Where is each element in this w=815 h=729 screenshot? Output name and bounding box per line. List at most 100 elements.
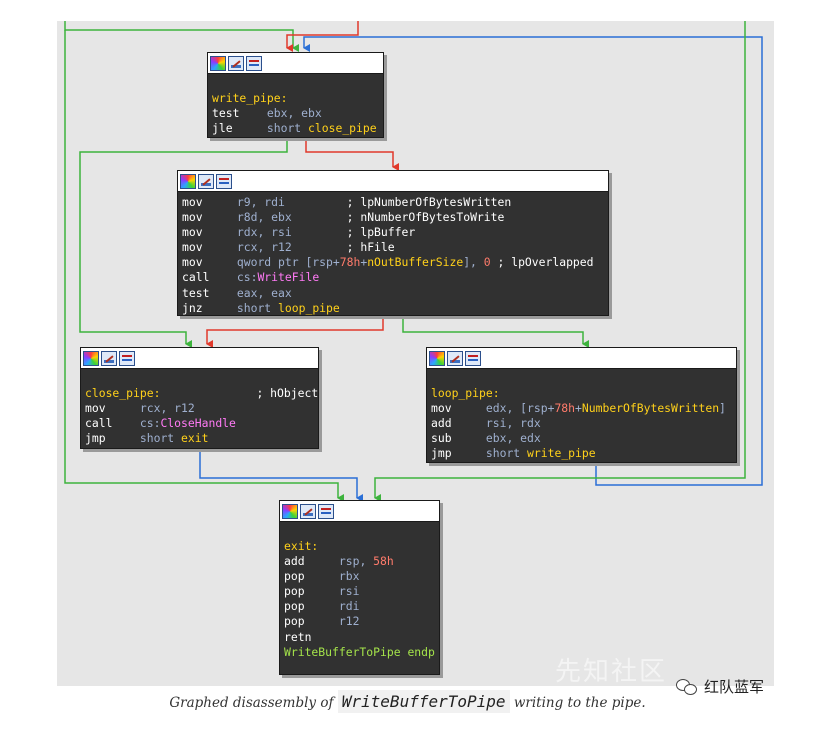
code-line[interactable]: add rsi, rdx — [431, 416, 732, 431]
code-line[interactable]: mov r9, rdi ; lpNumberOfBytesWritten — [182, 195, 604, 210]
color-palette-icon[interactable] — [83, 350, 99, 366]
code-line[interactable]: mov edx, [rsp+78h+NumberOfBytesWritten] — [431, 401, 732, 416]
code-token-tx — [106, 401, 140, 415]
edit-icon[interactable] — [198, 173, 214, 189]
code-token-tx — [452, 431, 486, 445]
code-token-op: r12 — [338, 614, 360, 629]
code-token-lbl[interactable]: exit: — [284, 539, 319, 553]
code-token-tx — [285, 195, 347, 209]
edit-icon[interactable] — [447, 350, 463, 366]
xref-graph-icon[interactable] — [465, 350, 481, 366]
code-line[interactable]: call cs:CloseHandle — [85, 416, 314, 431]
code-token-nm[interactable]: close_pipe — [308, 121, 377, 136]
code-line[interactable]: WriteBufferToPipe endp — [284, 645, 435, 660]
code-token-num: 78h — [554, 401, 576, 416]
code-token-tx — [203, 225, 237, 239]
code-token-tx — [239, 106, 266, 120]
code-token-mn: retn — [284, 629, 312, 644]
code-token-mn: add — [431, 416, 452, 431]
code-token-tx — [305, 599, 339, 613]
code-token-nm[interactable]: nOutBufferSize — [367, 255, 464, 270]
color-palette-icon[interactable] — [282, 503, 298, 519]
code-line[interactable]: mov rdx, rsi ; lpBuffer — [182, 225, 604, 240]
node-code[interactable]: loop_pipe:mov edx, [rsp+78h+NumberOfByte… — [427, 369, 736, 463]
xref-graph-icon[interactable] — [119, 350, 135, 366]
code-token-mn: test — [182, 285, 210, 300]
code-line[interactable]: mov r8d, ebx ; nNumberOfBytesToWrite — [182, 210, 604, 225]
node-loop-pipe[interactable]: loop_pipe:mov edx, [rsp+78h+NumberOfByte… — [426, 347, 737, 463]
code-token-endp: WriteBufferToPipe endp — [284, 644, 435, 659]
code-token-cm: ; nNumberOfBytesToWrite — [346, 210, 505, 225]
code-token-tx — [491, 255, 498, 269]
code-token-num: 78h — [339, 255, 361, 270]
code-line[interactable]: add rsp, 58h — [284, 554, 435, 569]
code-token-lbl[interactable]: close_pipe: — [85, 386, 161, 400]
edit-icon[interactable] — [228, 55, 244, 71]
code-line[interactable]: exit: — [284, 539, 435, 554]
xref-graph-icon[interactable] — [216, 173, 232, 189]
code-line[interactable]: sub ebx, edx — [431, 431, 732, 446]
code-line[interactable]: jnz short loop_pipe — [182, 301, 604, 316]
edit-icon[interactable] — [300, 503, 316, 519]
code-line[interactable]: mov qword ptr [rsp+78h+nOutBufferSize], … — [182, 255, 604, 270]
code-token-nm[interactable]: write_pipe — [527, 446, 596, 461]
code-token-op: r9, rdi — [236, 195, 285, 209]
watermark-site: 先知社区 — [555, 657, 668, 687]
code-token-mn: mov — [182, 195, 203, 209]
color-palette-icon[interactable] — [210, 55, 226, 71]
node-toolbar — [178, 171, 608, 192]
caption-prefix: Graphed disassembly of — [169, 695, 334, 711]
code-line[interactable]: pop rdi — [284, 599, 435, 614]
code-token-fn[interactable]: CloseHandle — [160, 416, 236, 431]
code-line[interactable]: pop rbx — [284, 569, 435, 584]
code-line[interactable]: jle short close_pipe — [212, 121, 379, 136]
code-line[interactable]: pop rsi — [284, 584, 435, 599]
code-line[interactable]: call cs:WriteFile — [182, 270, 604, 285]
code-line[interactable]: jmp short write_pipe — [431, 446, 732, 461]
code-line[interactable]: retn — [284, 630, 435, 645]
code-token-mn: jnz — [182, 300, 203, 315]
caption-suffix: writing to the pipe. — [513, 695, 646, 711]
code-line[interactable]: mov rcx, r12 — [85, 401, 314, 416]
xref-graph-icon[interactable] — [246, 55, 262, 71]
wechat-icon — [676, 678, 698, 696]
code-token-mn: jle — [212, 121, 233, 136]
code-token-mn: mov — [431, 401, 452, 416]
edit-icon[interactable] — [101, 350, 117, 366]
code-token-op: qword ptr [rsp+ — [236, 255, 340, 270]
caption-code: WriteBufferToPipe — [337, 690, 510, 713]
code-line[interactable]: pop r12 — [284, 614, 435, 629]
code-token-num: 0 — [483, 255, 491, 270]
code-line[interactable]: write_pipe: — [212, 91, 379, 106]
code-line[interactable]: jmp short exit — [85, 431, 314, 446]
code-token-lbl[interactable]: write_pipe: — [212, 91, 288, 105]
code-token-nm[interactable]: exit — [181, 431, 209, 446]
code-token-tx — [233, 121, 267, 135]
code-token-tx — [203, 240, 237, 254]
code-line[interactable]: test ebx, ebx — [212, 106, 379, 121]
code-token-fn[interactable]: WriteFile — [257, 270, 320, 285]
code-token-lbl[interactable]: loop_pipe: — [431, 386, 500, 400]
code-line[interactable]: test eax, eax — [182, 286, 604, 301]
code-token-nm[interactable]: loop_pipe — [278, 300, 340, 315]
code-token-nm[interactable]: NumberOfBytesWritten — [581, 401, 720, 416]
color-palette-icon[interactable] — [429, 350, 445, 366]
code-line[interactable]: mov rcx, r12 ; hFile — [182, 240, 604, 255]
code-token-cm: ; lpOverlapped — [497, 255, 594, 270]
code-line[interactable]: close_pipe: ; hObject — [85, 386, 318, 401]
code-token-tx — [452, 416, 486, 430]
color-palette-icon[interactable] — [180, 173, 196, 189]
figure-caption: Graphed disassembly of WriteBufferToPipe… — [0, 690, 815, 713]
code-line[interactable]: loop_pipe: — [431, 386, 732, 401]
code-token-op: + — [575, 401, 582, 416]
xref-graph-icon[interactable] — [318, 503, 334, 519]
code-token-tx — [292, 225, 347, 239]
